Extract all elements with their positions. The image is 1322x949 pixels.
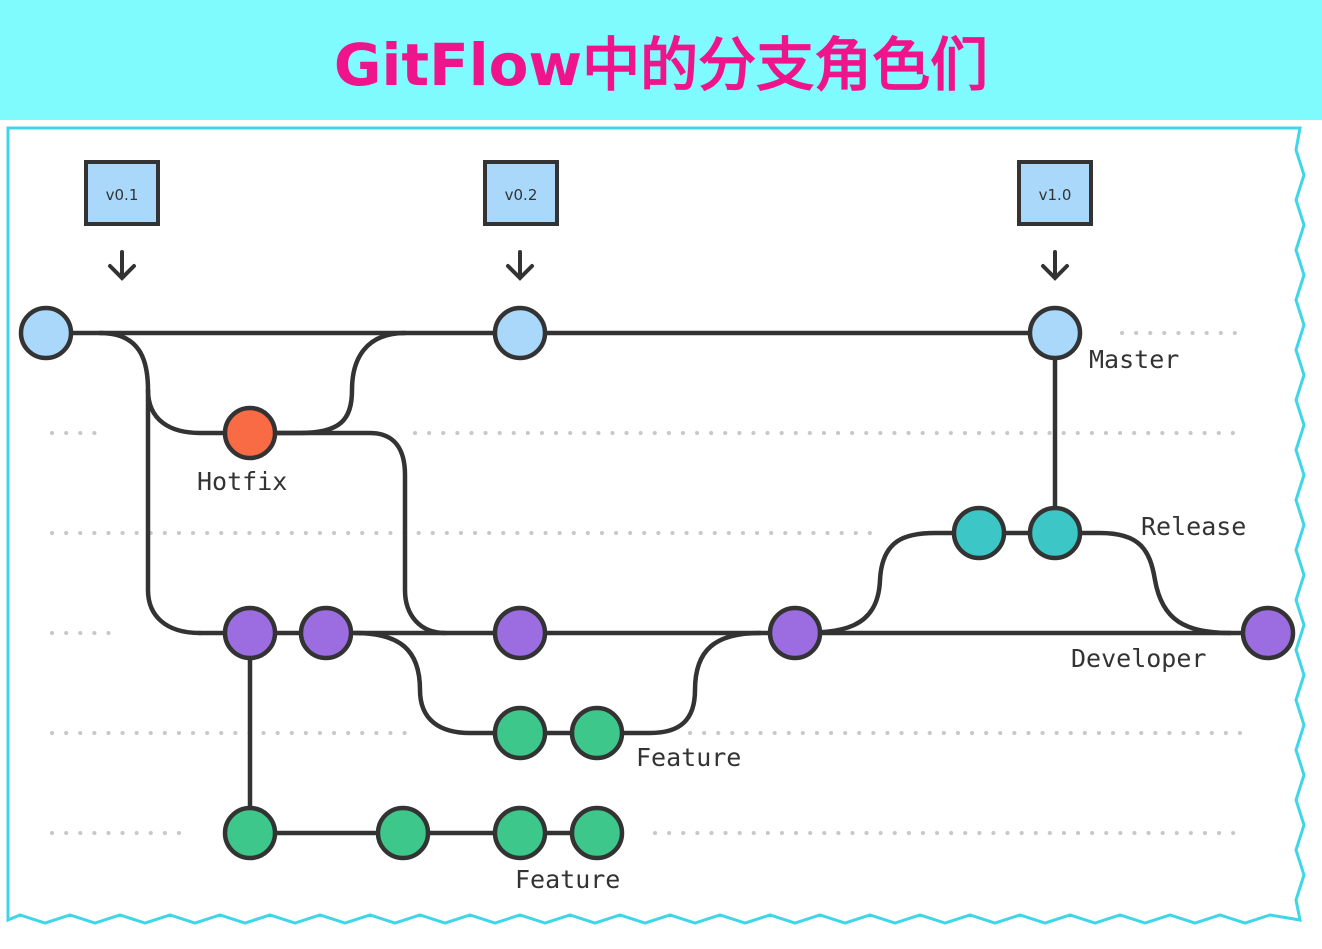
commit-master-v1-0 <box>1027 305 1083 361</box>
commit-master-v0-2 <box>492 305 548 361</box>
commit-feature-lower-3 <box>492 805 548 861</box>
tag-v1-0: v1.0 <box>1017 160 1093 281</box>
gitflow-diagram: v0.1 v0.2 v1.0 <box>0 120 1322 949</box>
label-developer: Developer <box>1071 644 1206 673</box>
tag-v0-1: v0.1 <box>84 160 160 281</box>
arrow-down-icon <box>1041 250 1069 281</box>
label-feature-upper: Feature <box>636 743 741 772</box>
tag-label: v0.1 <box>106 186 139 204</box>
label-hotfix: Hotfix <box>197 467 287 496</box>
commit-master-v0-1 <box>18 305 74 361</box>
commit-hotfix <box>222 405 278 461</box>
page-title: GitFlow中的分支角色们 <box>333 31 989 99</box>
commit-feature-lower-2 <box>375 805 431 861</box>
label-feature-lower: Feature <box>515 865 620 894</box>
commit-feature-lower-4 <box>569 805 625 861</box>
commit-develop-4 <box>767 605 823 661</box>
label-master: Master <box>1089 345 1179 374</box>
commit-nodes <box>18 305 1296 861</box>
commit-feature-upper-2 <box>569 705 625 761</box>
arrow-down-icon <box>506 250 534 281</box>
tag-label: v1.0 <box>1039 186 1072 204</box>
commit-develop-3 <box>492 605 548 661</box>
commit-release-2 <box>1027 505 1083 561</box>
commit-feature-upper-1 <box>492 705 548 761</box>
label-release: Release <box>1141 512 1246 541</box>
tag-v0-2: v0.2 <box>483 160 559 281</box>
diagram-frame <box>6 126 1306 925</box>
commit-feature-lower-1 <box>222 805 278 861</box>
commit-release-1 <box>951 505 1007 561</box>
guide-dots <box>50 331 1247 835</box>
commit-develop-1 <box>222 605 278 661</box>
tag-label: v0.2 <box>505 186 538 204</box>
commit-develop-5 <box>1240 605 1296 661</box>
commit-develop-2 <box>298 605 354 661</box>
title-banner: GitFlow中的分支角色们 <box>0 0 1322 120</box>
arrow-down-icon <box>108 250 136 281</box>
